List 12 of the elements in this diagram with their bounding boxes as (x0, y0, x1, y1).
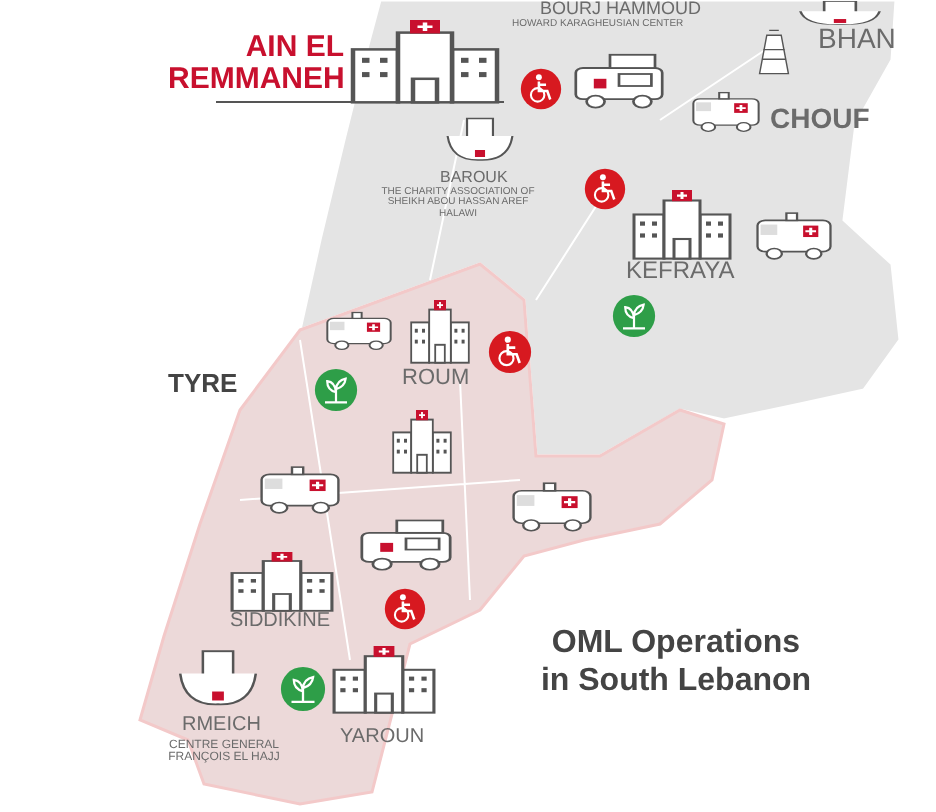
district-label: TYRE (168, 370, 238, 398)
district-label: YAROUN (340, 728, 425, 749)
district-label: CHOUF (770, 104, 870, 134)
district-label: AIN EL REMMANEH (168, 32, 344, 95)
district-label: BAROUK (440, 170, 508, 187)
district-label: RMEICH (182, 716, 261, 737)
district-label: ROUM (402, 368, 470, 392)
district-label: BHAN (818, 24, 896, 54)
map-title: OML Operations in South Lebanon (538, 624, 814, 701)
district-label: SIDDIKINE (230, 612, 331, 633)
district-label: KEFRAYA (626, 258, 735, 284)
district-label: BOURJ HAMMOUD (540, 0, 701, 19)
